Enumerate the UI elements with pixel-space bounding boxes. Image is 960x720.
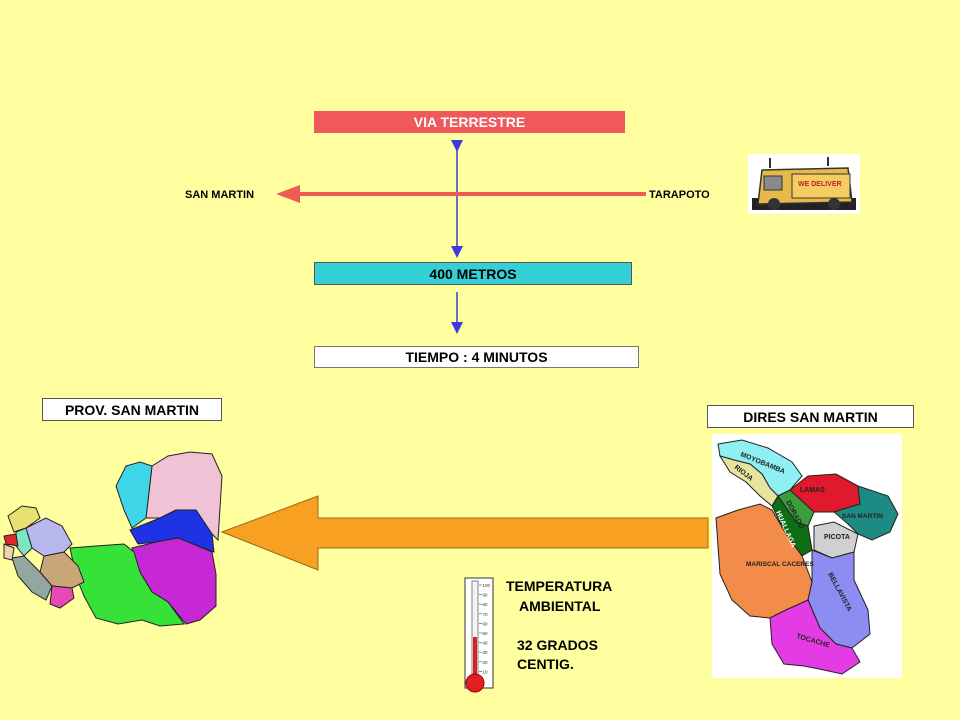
thermometer-tick-label: 30: [483, 650, 489, 655]
thermometer-tick-label: 50: [483, 631, 489, 636]
dires-san-martin-label: DIRES SAN MARTIN: [743, 408, 878, 425]
province-map: [3, 451, 223, 627]
region-label-mariscal-caceres: MARISCAL CACERES: [746, 561, 814, 568]
region-tocache: [769, 599, 861, 675]
temperature-line-4: CENTIG.: [517, 656, 574, 672]
via-terrestre-box: VIA TERRESTRE: [314, 111, 625, 133]
thermometer-tick-label: 10: [483, 669, 489, 674]
region-bellavista: [807, 549, 871, 649]
distance-box: 400 METROS: [314, 262, 632, 285]
thermometer-icon: 100 90 80 70 60 50 40 30 20 10: [464, 577, 494, 693]
prov-san-martin-box: PROV. SAN MARTIN: [42, 398, 222, 421]
thermometer-tick-label: 70: [483, 612, 489, 617]
district-lavender: [25, 517, 73, 557]
thermometer-scale: 100 90 80 70 60 50 40 30 20 10: [479, 583, 491, 674]
region-label-picota: PICOTA: [824, 534, 850, 541]
temperature-line-2: AMBIENTAL: [519, 598, 601, 614]
tarapoto-label: TARAPOTO: [649, 189, 710, 201]
temperature-line-3: 32 GRADOS: [517, 637, 598, 653]
prov-san-martin-label: PROV. SAN MARTIN: [64, 401, 200, 418]
thermometer-tick-label: 100: [483, 583, 491, 588]
san-martin-label: SAN MARTIN: [185, 189, 255, 201]
district-yellow: [7, 505, 41, 533]
district-blue: [129, 509, 215, 553]
dires-region-map: MOYOBAMBA RIOJA LAMAS DORADO HUALLAGA SA…: [712, 434, 902, 678]
region-san-martin: [832, 485, 899, 541]
delivery-truck-icon: WE DELIVER: [748, 154, 860, 214]
dires-san-martin-box: DIRES SAN MARTIN: [707, 405, 914, 428]
truck-sign-text: WE DELIVER: [798, 181, 842, 188]
thermometer-tick-label: 40: [483, 641, 489, 646]
orange-arrow: [220, 495, 709, 571]
district-peach: [3, 543, 15, 561]
temperature-line-1: TEMPERATURA: [506, 578, 613, 594]
time-label: TIEMPO : 4 MINUTOS: [405, 349, 548, 365]
district-red: [3, 533, 19, 547]
region-label-san-martin: SAN MARTIN: [842, 513, 883, 520]
thermometer-tick-label: 90: [483, 593, 489, 598]
distance-label: 400 METROS: [429, 265, 517, 282]
thermometer-tick-label: 60: [483, 621, 489, 626]
thermometer-tick-label: 20: [483, 660, 489, 665]
region-label-lamas: LAMAS: [800, 487, 825, 494]
red-route-arrow: [276, 185, 646, 203]
via-terrestre-label: VIA TERRESTRE: [413, 114, 526, 130]
district-green: [69, 543, 185, 627]
district-cyan: [115, 461, 153, 529]
time-box: TIEMPO : 4 MINUTOS: [314, 346, 639, 368]
district-magenta: [49, 585, 75, 609]
district-gray: [11, 555, 53, 601]
thermometer-tick-label: 80: [483, 602, 489, 607]
